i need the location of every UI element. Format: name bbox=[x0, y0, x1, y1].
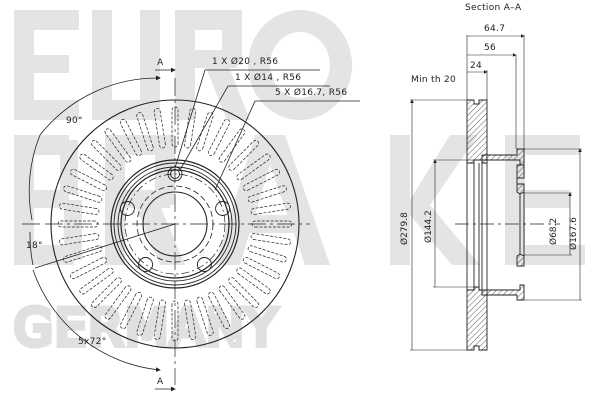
section-marker-top: A bbox=[157, 58, 164, 68]
dim-disc-thickness: 24 bbox=[470, 61, 483, 71]
vent-slots bbox=[57, 106, 293, 342]
dim-inner-ring-diameter: Ø144.2 bbox=[424, 210, 434, 243]
section-view bbox=[410, 34, 582, 351]
dim-center-bore: Ø68.2 bbox=[549, 217, 559, 245]
angle-5x72: 5x72° bbox=[78, 337, 107, 347]
dim-outer-diameter: Ø279.8 bbox=[400, 212, 410, 245]
angle-18: 18° bbox=[26, 241, 43, 251]
callout-hole-14: 1 X Ø14 , R56 bbox=[235, 73, 302, 83]
svg-text:GERMANY: GERMANY bbox=[14, 299, 278, 357]
dim-hat-height: 56 bbox=[484, 43, 497, 53]
section-title: Section A–A bbox=[465, 3, 522, 13]
callout-hole-16-7: 5 X Ø16.7, R56 bbox=[275, 88, 348, 98]
dim-hat-diameter: Ø167.6 bbox=[569, 217, 579, 250]
section-marker-bottom: A bbox=[157, 377, 164, 387]
callout-hole-20: 1 X Ø20 , R56 bbox=[212, 57, 279, 67]
dim-overall-height: 64.7 bbox=[484, 24, 506, 34]
min-thickness: Min th 20 bbox=[411, 75, 457, 85]
disc-front-view bbox=[22, 67, 360, 392]
angle-90: 90° bbox=[66, 116, 83, 126]
